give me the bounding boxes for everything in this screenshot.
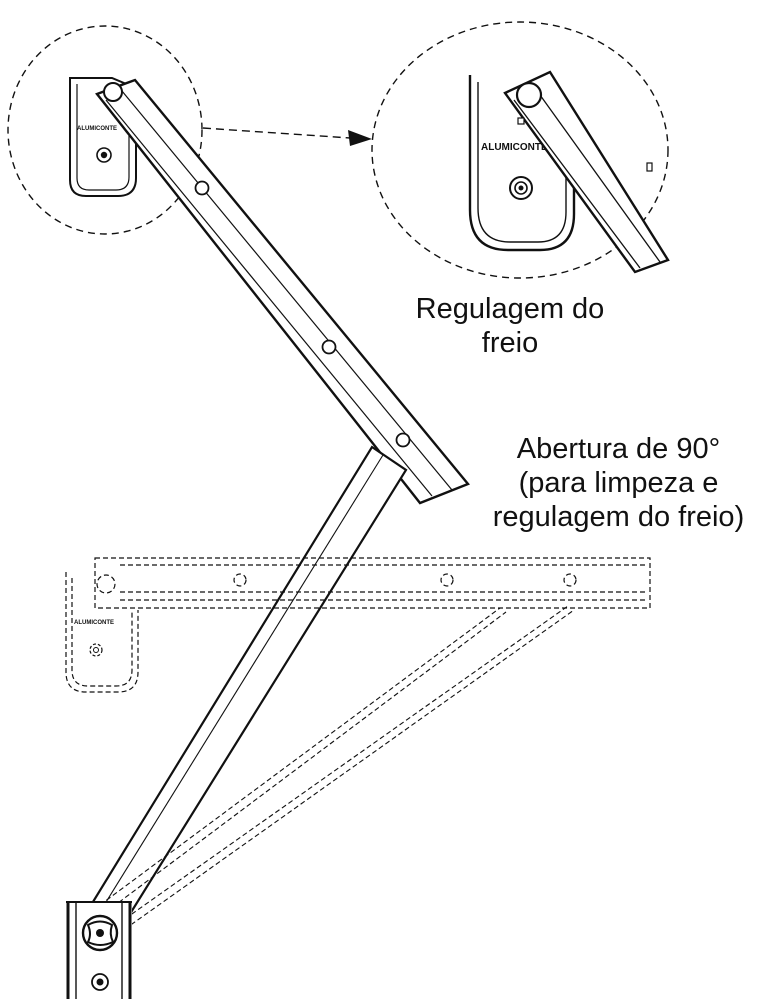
closed-bracket-screw-icon [89,643,103,657]
zoom-bracket: ALUMICONTE [468,70,670,274]
detail-source-circle [7,25,203,235]
closed-position-links [99,605,575,935]
upper-arm-hole-3 [395,432,411,448]
brake-adjustment-line-1: Regulagem do [415,293,605,325]
closed-position-arm [94,557,651,609]
opening-line-3: regulagem do freio) [492,501,745,533]
zoom-bracket-brand: ALUMICONTE [481,142,548,153]
detail-zoom-circle [371,21,669,279]
brake-adjustment-line-2: freio [481,327,539,359]
closed-position-bracket: ALUMICONTE [65,572,139,693]
opening-line-1: Abertura de 90° [516,433,721,465]
closed-arm-pivot-icon [96,574,116,594]
lower-link [86,445,408,932]
upper-bracket-brand: ALUMICONTE [77,126,117,132]
closed-arm-hole-2 [440,573,454,587]
opening-label: Abertura de 90° (para limpeza e regulage… [478,432,759,534]
upper-arm-pivot-icon [103,82,123,102]
brake-adjustment-label: Regulagem do freio [380,292,640,360]
closed-arm-hole-1 [233,573,247,587]
upper-arm [95,78,470,505]
upper-arm-hole-1 [194,180,210,196]
zoom-arm-pivot-icon [515,81,543,109]
detail-arrow [202,127,372,146]
bottom-pivot-icon [81,914,119,952]
upper-arm-hole-2 [321,339,337,355]
closed-arm-hole-3 [563,573,577,587]
closed-bracket-brand: ALUMICONTE [74,620,114,626]
opening-line-2: (para limpeza e [518,467,719,499]
